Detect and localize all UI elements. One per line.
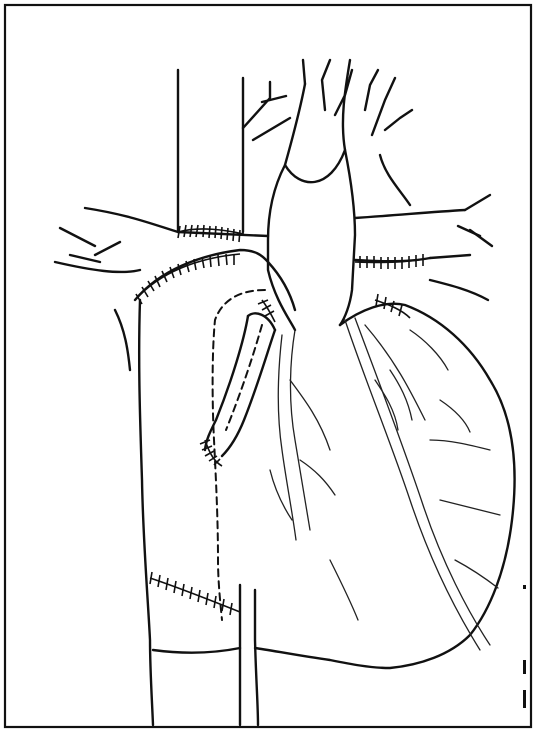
aortic-branches <box>303 60 412 205</box>
pulmonary-artery-right <box>55 208 268 272</box>
suture-line-lower <box>150 572 240 615</box>
superior-vena-cava <box>178 70 290 232</box>
edge-marks <box>523 585 526 708</box>
interposition-graft <box>205 313 275 456</box>
suture-line-graft <box>200 300 275 466</box>
figure-frame <box>5 5 531 727</box>
suture-line-atrium <box>135 254 240 304</box>
coronary-artery-rca <box>270 330 335 540</box>
inferior-vena-cava <box>240 585 258 725</box>
pulmonary-artery-left <box>355 195 492 300</box>
heart-outline <box>153 262 515 668</box>
coronary-artery-lad <box>345 318 500 650</box>
suture-line-pulmonary <box>355 254 430 269</box>
